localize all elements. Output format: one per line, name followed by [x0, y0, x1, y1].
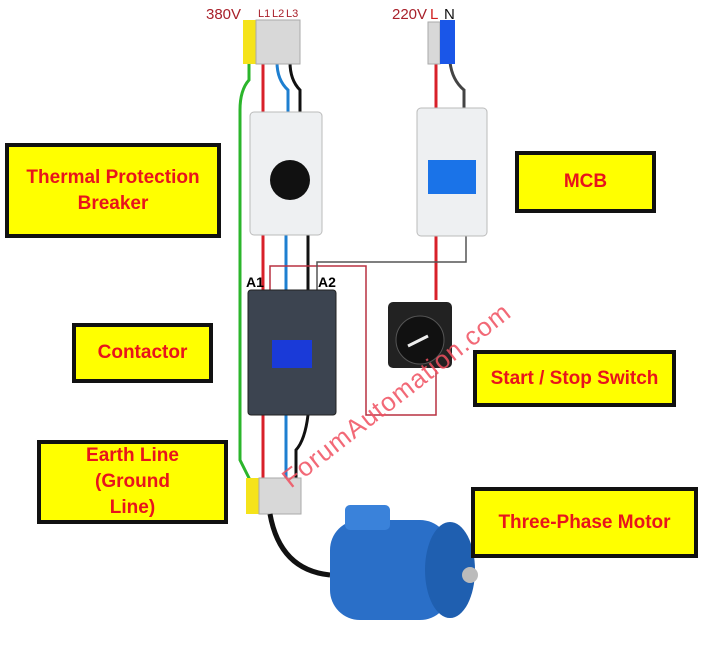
- label-earth-line: Earth Line (Ground Line): [37, 440, 228, 524]
- terminal-l3: L3: [286, 8, 299, 20]
- label-mcb: MCB: [515, 151, 656, 213]
- bottom-terminal-block: [258, 477, 302, 515]
- label-three-phase-motor: Three-Phase Motor: [471, 487, 698, 558]
- voltage-220: 220V: [392, 6, 428, 23]
- n-wire: [448, 61, 466, 110]
- contactor-indicator: [272, 340, 312, 368]
- terminal-l1: L1: [258, 8, 271, 20]
- earth-wire: [238, 62, 252, 481]
- l3-wire: [288, 61, 310, 478]
- terminal-l2: L2: [272, 8, 285, 20]
- bottom-earth-terminal: [246, 478, 259, 514]
- control-wire: [269, 265, 437, 416]
- l-terminal: [427, 21, 441, 65]
- three-phase-terminal-block: [255, 19, 301, 65]
- three-phase-motor: [330, 505, 478, 620]
- terminal-l: L: [430, 6, 439, 23]
- breaker-knob: [270, 160, 310, 200]
- label-start-stop-switch: Start / Stop Switch: [473, 350, 676, 407]
- earth-terminal: [243, 20, 256, 64]
- label-contactor: Contactor: [72, 323, 213, 383]
- terminal-a1: A1: [246, 274, 264, 290]
- mcb-toggle: [428, 160, 476, 194]
- terminal-a2: A2: [318, 274, 336, 290]
- label-thermal-breaker: Thermal Protection Breaker: [5, 143, 221, 238]
- n-terminal: [440, 20, 455, 64]
- terminal-n: N: [444, 6, 455, 23]
- voltage-380: 380V: [206, 6, 242, 23]
- neutral-control-wire: [316, 236, 467, 290]
- l2-wire: [275, 61, 290, 478]
